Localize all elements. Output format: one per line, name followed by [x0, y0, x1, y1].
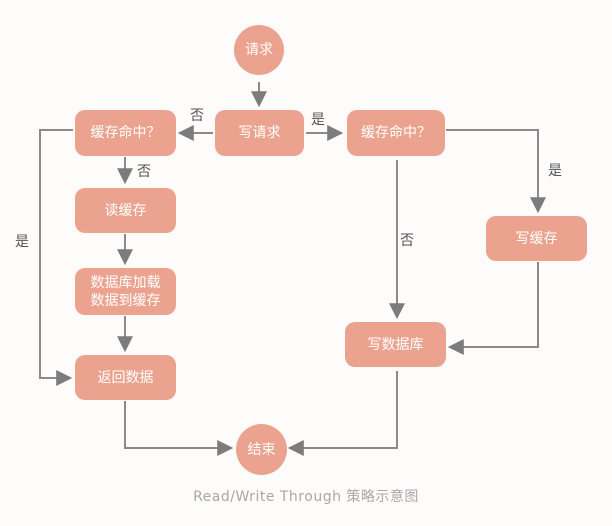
node-request-label: 请求 — [245, 42, 273, 58]
node-write-cache: 写缓存 — [486, 216, 587, 261]
edge-label-no-left: 否 — [137, 164, 151, 180]
node-write-db-label: 写数据库 — [367, 336, 424, 353]
node-read-cache-label: 读缓存 — [104, 202, 147, 219]
edge-left-hit-to-return-data — [39, 129, 73, 386]
node-return-data: 返回数据 — [75, 355, 176, 400]
node-write-cache-label: 写缓存 — [515, 230, 558, 247]
node-return-data-label: 返回数据 — [97, 369, 154, 386]
diagram-caption: Read/Write Through 策略示意图 — [193, 489, 419, 505]
edge-label-no-top: 否 — [190, 108, 204, 124]
node-cache-hit-right: 缓存命中？ — [347, 110, 445, 156]
node-cache-hit-left-label: 缓存命中？ — [90, 125, 161, 141]
node-write-db: 写数据库 — [345, 322, 446, 367]
edge-label-yes-right: 是 — [548, 163, 562, 179]
edge-label-yes-top: 是 — [311, 112, 325, 128]
node-write-request-label: 写请求 — [238, 125, 281, 141]
edge-label-no-right: 否 — [400, 233, 414, 249]
node-end: 结束 — [236, 424, 287, 475]
node-read-cache: 读缓存 — [75, 188, 176, 233]
edge-write-db-to-end — [287, 371, 398, 456]
edge-return-data-to-end — [124, 401, 234, 456]
node-request: 请求 — [234, 25, 284, 75]
node-db-load: 数据库加载 数据到缓存 — [75, 268, 176, 315]
edge-label-yes-left: 是 — [15, 234, 29, 250]
node-cache-hit-left: 缓存命中？ — [75, 110, 176, 156]
edge-write-cache-to-write-db — [447, 262, 539, 355]
edge-right-hit-to-write-cache — [446, 129, 546, 214]
node-write-request: 写请求 — [215, 110, 304, 156]
node-end-label: 结束 — [247, 441, 276, 458]
node-cache-hit-right-label: 缓存命中？ — [361, 125, 431, 141]
node-db-load-label: 数据库加载 数据到缓存 — [90, 274, 161, 309]
